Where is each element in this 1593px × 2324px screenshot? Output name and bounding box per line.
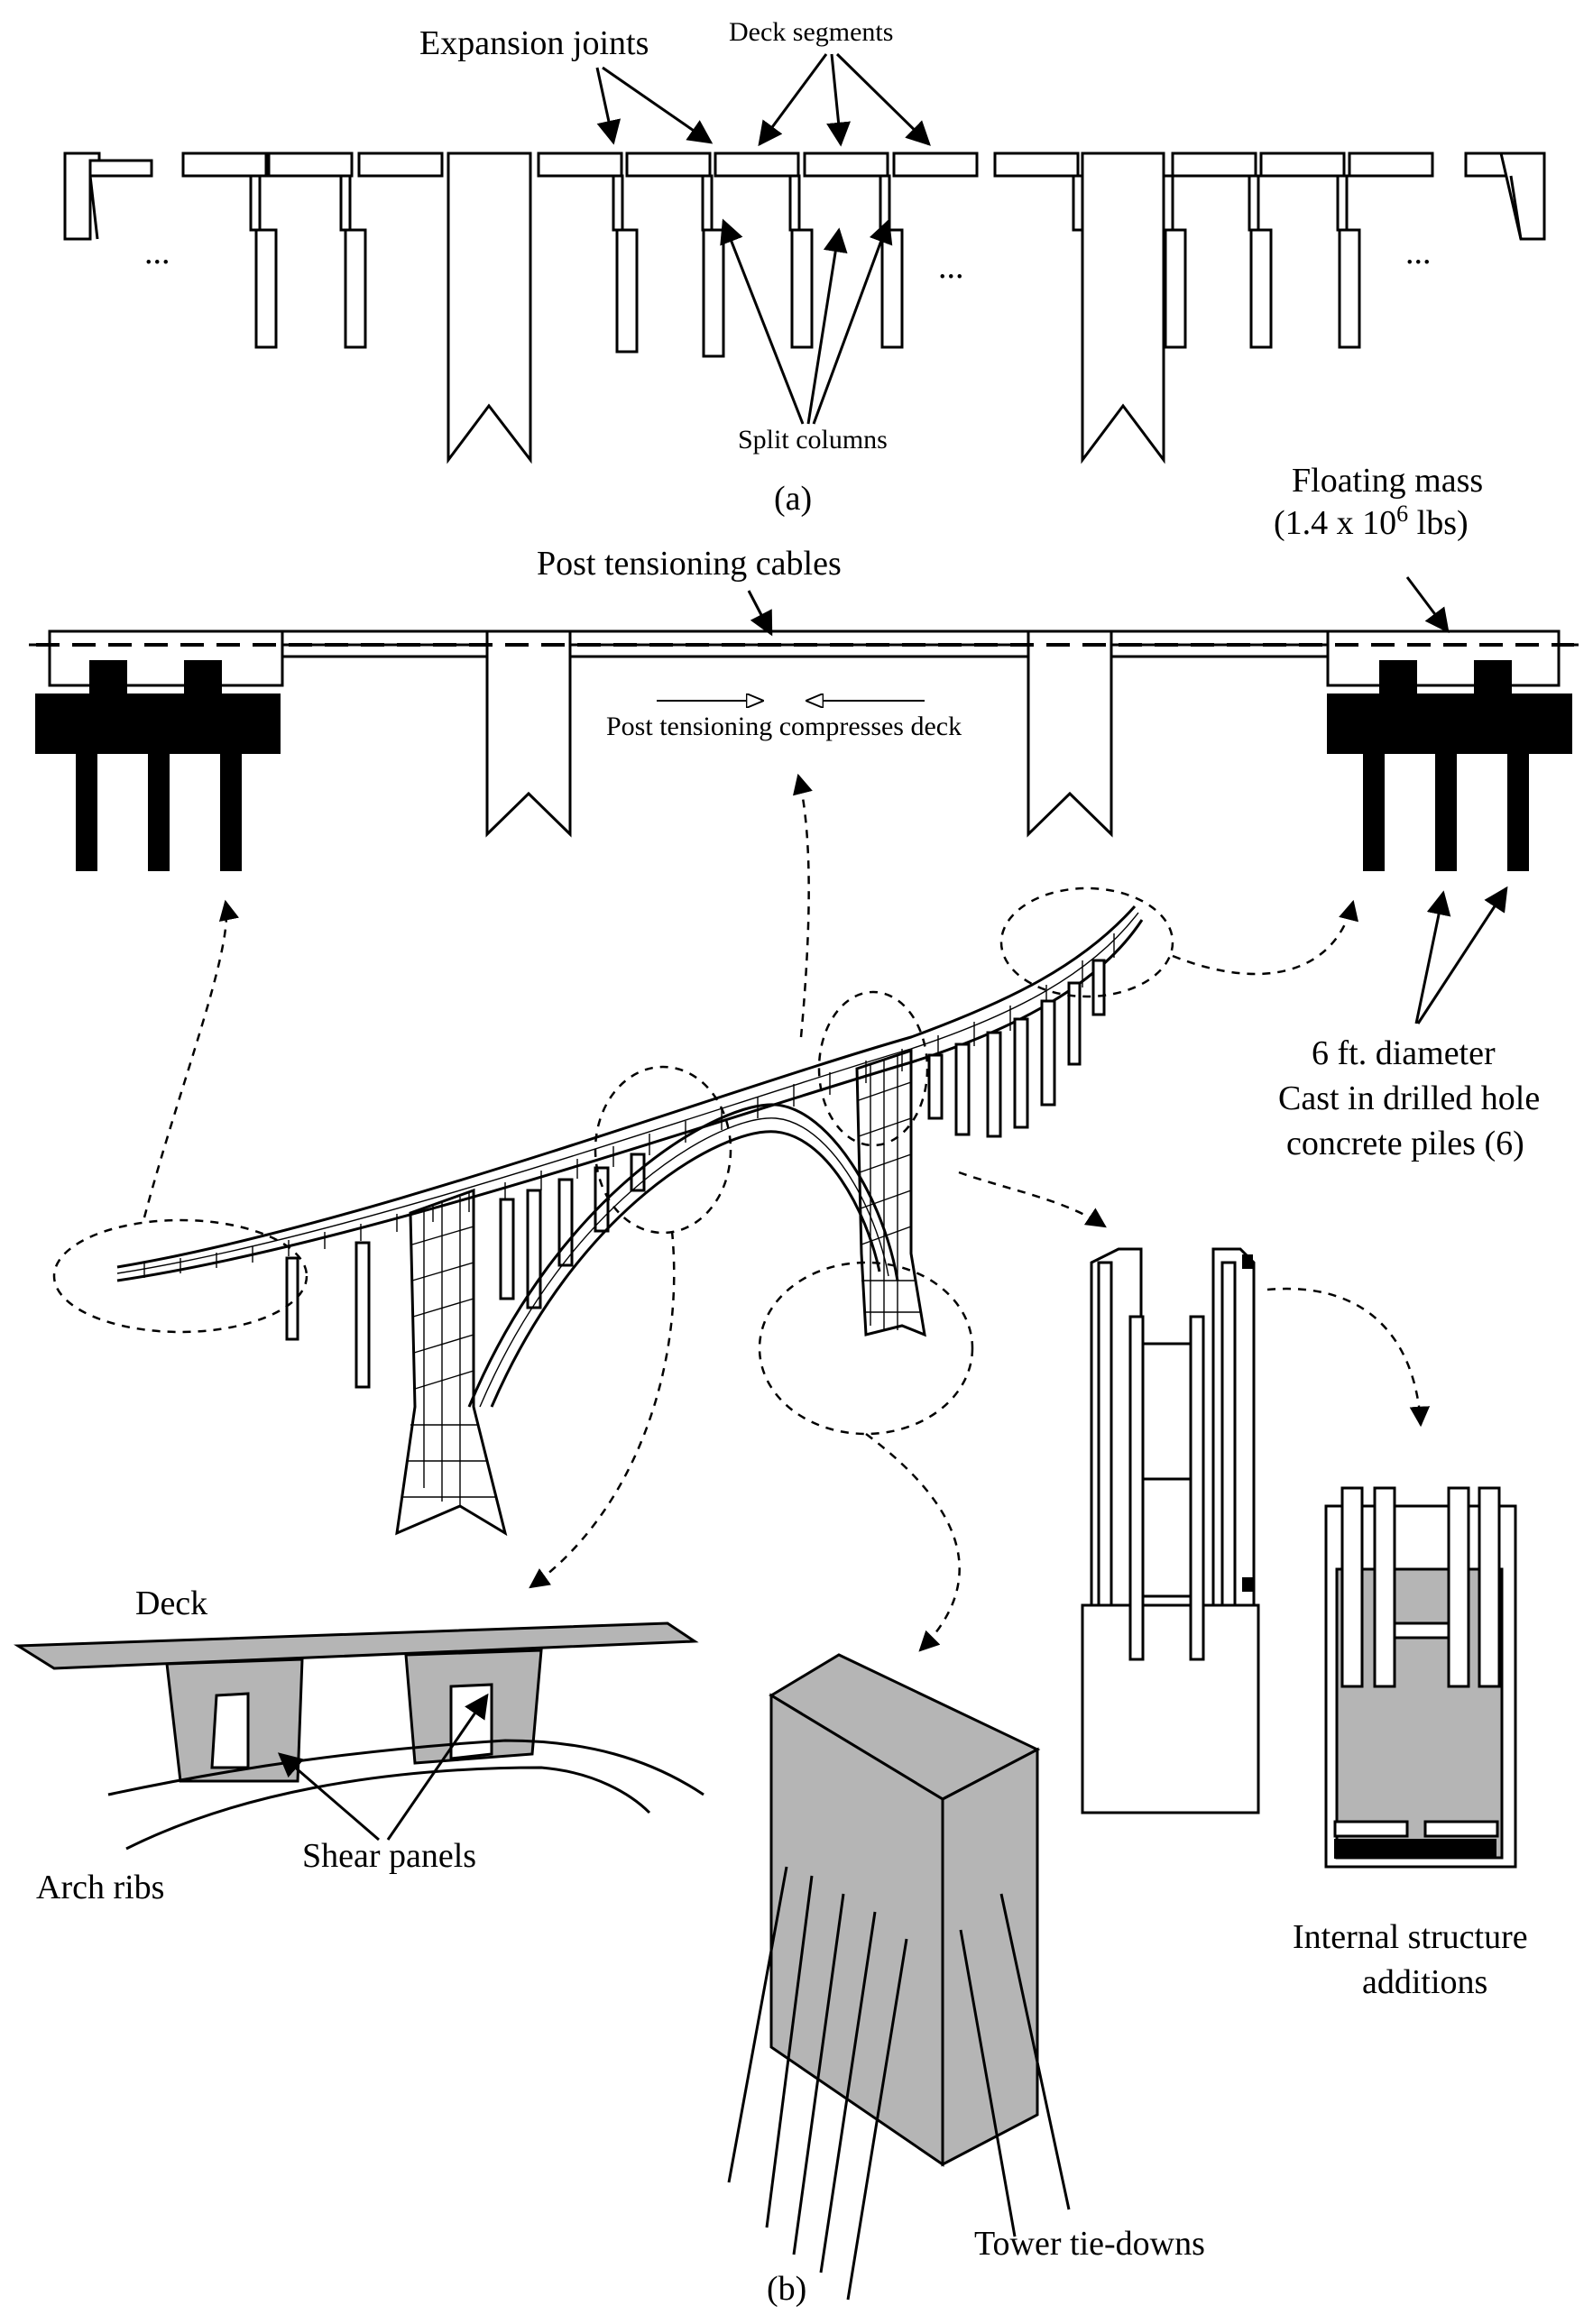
- split-column-group: [249, 174, 1361, 358]
- arrow-split-column-3: [812, 218, 893, 425]
- bridge-columns: [285, 959, 1106, 1389]
- bridge-tower-left: [395, 1188, 508, 1537]
- internal-structure-detail: [1324, 1486, 1517, 1869]
- label-internal-structure-line2: additions: [1362, 1963, 1487, 2001]
- deck-mesh-lines: [143, 933, 1115, 1278]
- callout-ellipse-arch-panel: [594, 1065, 732, 1235]
- bridge-tower-right: [855, 1048, 926, 1337]
- dashed-arrow-to-shear-panels: [529, 1230, 676, 1589]
- dashed-arrow-to-left-floating-mass: [143, 899, 239, 1218]
- dashed-arrow-to-right-floating-mass: [1172, 899, 1358, 976]
- label-expansion-joints: Expansion joints: [419, 24, 649, 62]
- callout-ellipse-tower-base: [758, 1261, 974, 1436]
- ellipsis-left: ...: [144, 234, 170, 271]
- label-arch-ribs: Arch ribs: [36, 1869, 164, 1906]
- ellipsis-right: ...: [1405, 234, 1432, 271]
- dashed-arrow-to-tower-section: [958, 1171, 1107, 1228]
- label-floating-mass-weight: (1.4 x 106 lbs): [1274, 501, 1469, 542]
- arrow-split-column-2: [806, 227, 848, 425]
- label-piles-line3: concrete piles (6): [1286, 1125, 1524, 1162]
- callout-ellipse-left-abutment: [52, 1218, 308, 1334]
- right-abutment: [1499, 152, 1546, 241]
- tower-right-b: [1027, 629, 1113, 838]
- tower-left-a: [447, 152, 532, 464]
- callout-ellipse-right-abutment: [999, 886, 1174, 998]
- tower-tie-down-detail: [727, 1653, 1071, 2301]
- ellipsis-middle: ...: [938, 248, 964, 286]
- label-post-tensioning-cables: Post tensioning cables: [537, 545, 842, 583]
- dashed-arrow-to-internal-structure: [1266, 1287, 1431, 1428]
- label-tower-tie-downs: Tower tie-downs: [974, 2225, 1205, 2263]
- piles-callout: 6 ft. diameter Cast in drilled hole conc…: [1278, 886, 1540, 1162]
- label-internal-structure-line1: Internal structure: [1293, 1918, 1528, 1956]
- arrow-pile-1: [1414, 890, 1451, 1024]
- floating-mass-left: [35, 629, 284, 871]
- label-post-tensioning-compresses: Post tensioning compresses deck: [606, 712, 962, 741]
- arrow-deck-segment-1: [758, 53, 828, 147]
- bridge-finite-element-model: [52, 773, 1431, 1652]
- tower-left-b: [485, 629, 572, 838]
- label-deck: Deck: [135, 1585, 207, 1622]
- label-piles-line2: Cast in drilled hole: [1278, 1079, 1540, 1117]
- arrow-split-column-1: [720, 218, 805, 425]
- label-shear-panels: Shear panels: [302, 1837, 476, 1875]
- panel-a-segmented-deck: ... ... ... Expansion joints Deck segmen…: [63, 17, 1546, 518]
- arrow-shear-panel-1: [277, 1752, 380, 1842]
- arrow-deck-segment-2: [826, 53, 852, 147]
- arrow-post-tensioning-cables: [747, 590, 773, 637]
- tower-section-detail: [1081, 1247, 1260, 1814]
- caption-panel-b: (b): [767, 2270, 806, 2308]
- dashed-arrow-to-compression-note: [792, 773, 813, 1038]
- arrow-shear-panel-2: [386, 1693, 489, 1841]
- arrow-expansion-joint-2: [602, 66, 714, 144]
- floating-mass-right: [1326, 629, 1572, 871]
- label-split-columns: Split columns: [738, 425, 888, 455]
- label-piles-line1: 6 ft. diameter: [1312, 1034, 1496, 1072]
- label-floating-mass: Floating mass: [1292, 462, 1483, 500]
- arrow-expansion-joint-1: [595, 67, 622, 145]
- arrow-deck-segment-3: [835, 52, 931, 146]
- arrow-pile-2: [1416, 886, 1508, 1024]
- caption-panel-a: (a): [774, 480, 812, 518]
- dashed-arrow-to-tie-downs: [865, 1433, 961, 1652]
- label-deck-segments: Deck segments: [729, 17, 893, 47]
- left-abutment: [63, 152, 153, 241]
- callout-ellipse-tower-top: [817, 990, 929, 1147]
- panel-b-deck-elevation: Post tensioning cables Post tensioning c…: [29, 462, 1579, 871]
- arrow-floating-mass: [1405, 576, 1450, 634]
- tower-right-a: [1081, 152, 1165, 464]
- shear-panel-detail: [14, 1621, 704, 1851]
- deck-segment-row: [181, 152, 1542, 178]
